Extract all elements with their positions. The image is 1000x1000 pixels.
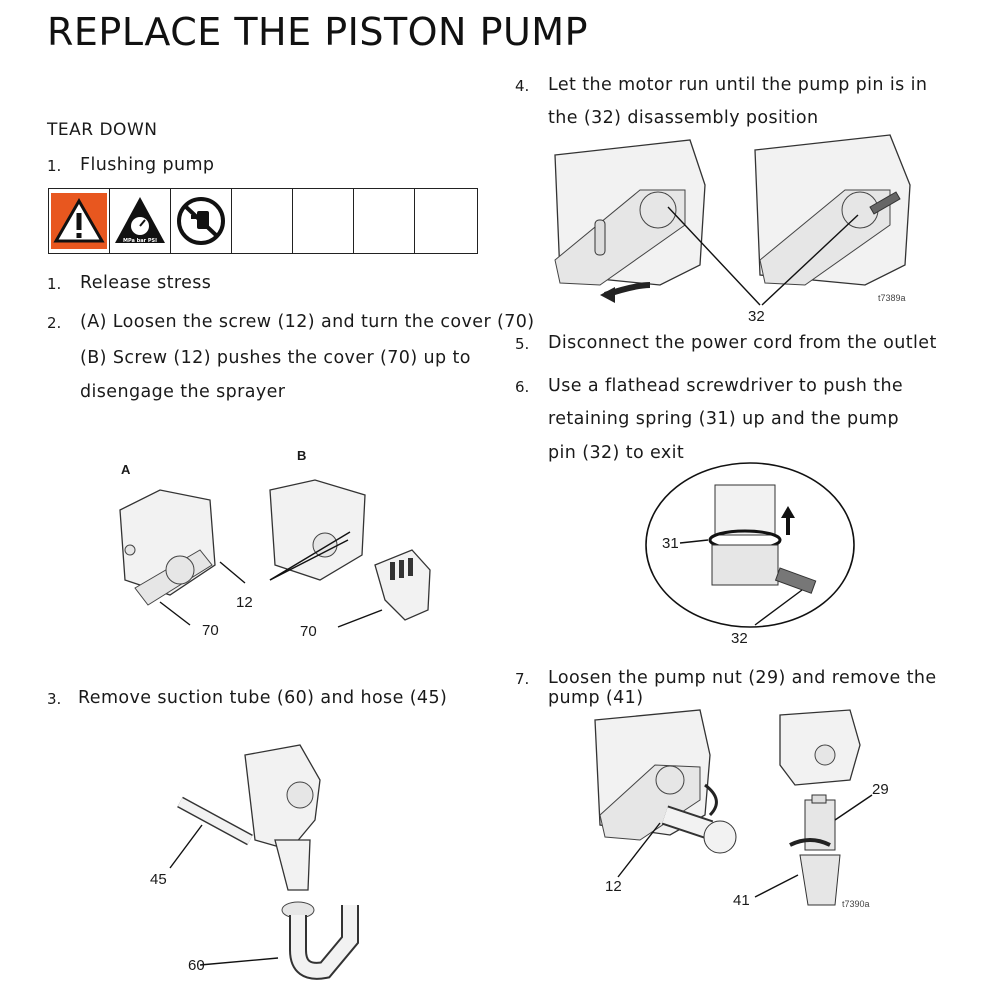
step-number: 3. xyxy=(47,690,62,708)
step-pump: pump (41) xyxy=(548,688,644,708)
step-number: 6. xyxy=(515,378,530,396)
page-title: REPLACE THE PISTON PUMP xyxy=(47,10,588,54)
suction-tube-illustration xyxy=(169,744,359,980)
step-disengage: disengage the sprayer xyxy=(80,382,286,402)
empty-cell xyxy=(415,189,476,253)
callout-41: 41 xyxy=(733,892,750,909)
warning-triangle-icon xyxy=(51,193,107,249)
cover-illustration xyxy=(119,479,431,628)
callout-29: 29 xyxy=(872,781,889,798)
callout-12-b: 12 xyxy=(605,878,622,895)
step-disassembly-position: the (32) disassembly position xyxy=(548,108,819,128)
empty-cell xyxy=(232,189,293,253)
step-screw-pushes: (B) Screw (12) pushes the cover (70) up … xyxy=(80,348,471,368)
callout-60: 60 xyxy=(188,957,205,974)
callout-70-a: 70 xyxy=(202,622,219,639)
callout-70-b: 70 xyxy=(300,623,317,640)
callout-45: 45 xyxy=(150,871,167,888)
pressure-units: MPa bar PSI xyxy=(123,238,157,244)
pump-pin-illustration xyxy=(554,134,911,306)
figure-label-a: A xyxy=(121,462,131,477)
pump-removal-illustration xyxy=(594,709,873,906)
spring-detail-illustration xyxy=(645,462,855,628)
no-spray-cell xyxy=(171,189,232,253)
step-number: 4. xyxy=(515,77,530,95)
section-heading: TEAR DOWN xyxy=(47,120,158,140)
step-number: 1. xyxy=(47,157,62,175)
step-pin-exit: pin (32) to exit xyxy=(548,443,685,463)
warning-icon-strip: MPa bar PSI xyxy=(48,188,478,254)
step-retaining-spring: retaining spring (31) up and the pump xyxy=(548,409,899,429)
step-disconnect-power: Disconnect the power cord from the outle… xyxy=(548,333,937,353)
pressure-gauge-icon xyxy=(115,197,165,243)
step-number: 1. xyxy=(47,275,62,293)
callout-32-mid: 32 xyxy=(731,630,748,647)
figure-caption: t7389a xyxy=(878,293,906,303)
step-loosen-nut: Loosen the pump nut (29) and remove the xyxy=(548,668,937,688)
step-number: 2. xyxy=(47,314,62,332)
step-loosen-screw: (A) Loosen the screw (12) and turn the c… xyxy=(80,312,535,332)
callout-12: 12 xyxy=(236,594,253,611)
callout-31: 31 xyxy=(662,535,679,552)
step-let-motor-run: Let the motor run until the pump pin is … xyxy=(548,75,928,95)
empty-cell xyxy=(354,189,415,253)
empty-cell xyxy=(293,189,354,253)
warning-cell xyxy=(49,189,110,253)
step-number: 7. xyxy=(515,670,530,688)
figure-label-b: B xyxy=(297,448,307,463)
step-remove-suction: Remove suction tube (60) and hose (45) xyxy=(78,688,448,708)
pressure-cell: MPa bar PSI xyxy=(110,189,171,253)
figure-caption: t7390a xyxy=(842,899,870,909)
step-number: 5. xyxy=(515,335,530,353)
step-release-stress: Release stress xyxy=(80,273,212,293)
step-flushing-pump: Flushing pump xyxy=(80,155,215,175)
step-flathead: Use a flathead screwdriver to push the xyxy=(548,376,904,396)
no-spray-icon xyxy=(177,197,225,245)
callout-32-top: 32 xyxy=(748,308,765,325)
